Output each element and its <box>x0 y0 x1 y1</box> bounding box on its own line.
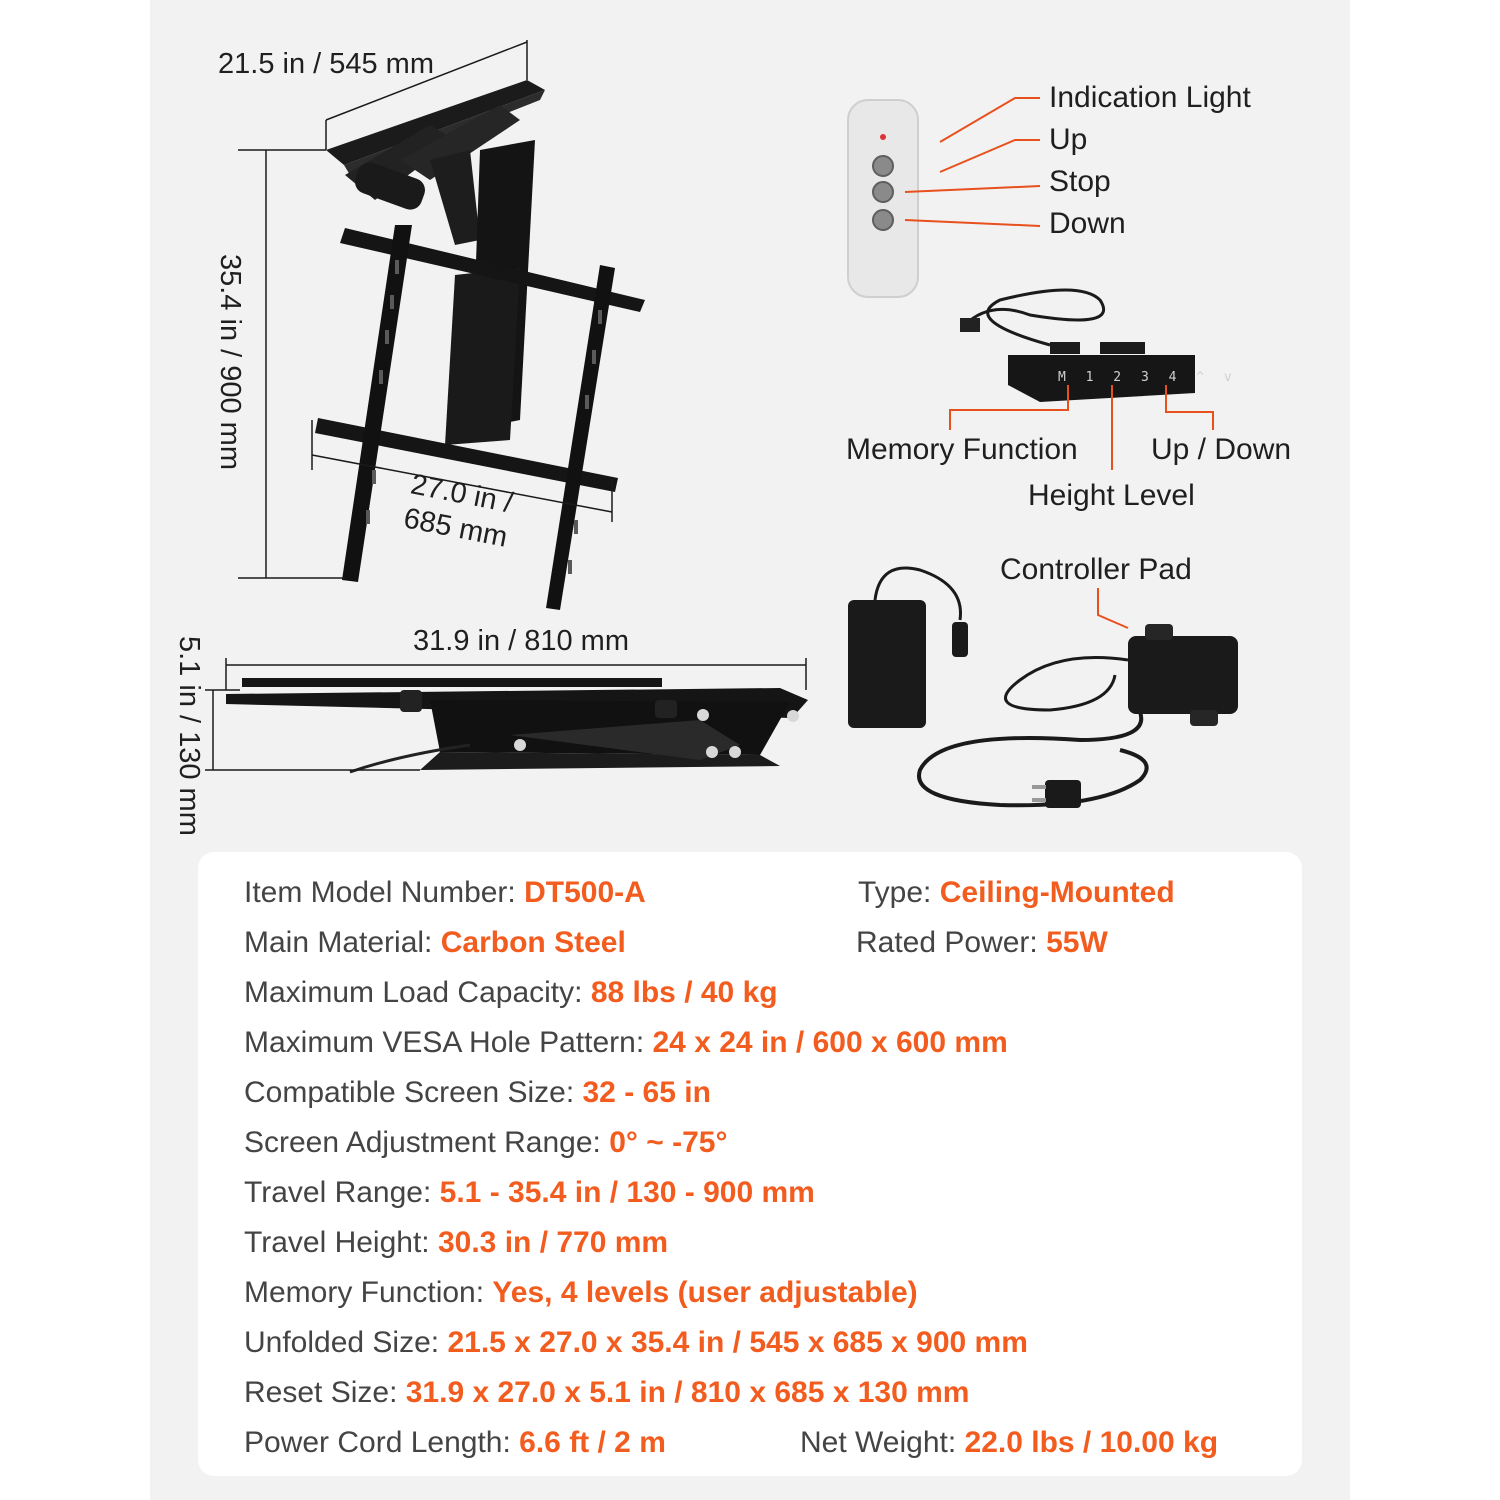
height-level-label: Height Level <box>1028 479 1195 512</box>
stop-label: Stop <box>1049 165 1111 198</box>
spec-type: Type: Ceiling-Mounted <box>858 876 1175 909</box>
spec-adjustment-range: Screen Adjustment Range: 0° ~ -75° <box>244 1126 728 1159</box>
up-down-label: Up / Down <box>1151 433 1292 466</box>
memory-function-label: Memory Function <box>846 433 1078 466</box>
spec-travel-range: Travel Range: 5.1 - 35.4 in / 130 - 900 … <box>244 1176 815 1209</box>
up-label: Up <box>1049 123 1088 156</box>
spec-model: Item Model Number: DT500-A <box>244 876 646 909</box>
power-adapter-image <box>848 566 968 728</box>
spec-load: Maximum Load Capacity: 88 lbs / 40 kg <box>244 976 778 1009</box>
spec-unfolded-size: Unfolded Size: 21.5 x 27.0 x 35.4 in / 5… <box>244 1326 1028 1359</box>
folded-dimension-lines <box>205 658 807 771</box>
unfolded-mount-image <box>315 80 645 610</box>
folded-length-dimension: 31.9 in / 810 mm <box>413 625 629 657</box>
keypad-keys: M 1 2 3 4 ^ v <box>1058 370 1238 385</box>
height-dimension: 35.4 in / 900 mm <box>214 254 246 470</box>
controller-box-image <box>917 624 1238 808</box>
spec-power: Rated Power: 55W <box>856 926 1108 959</box>
folded-mount-image <box>226 678 808 774</box>
unfolded-dimension-lines <box>238 40 613 579</box>
indication-light-label: Indication Light <box>1049 81 1251 114</box>
spec-material: Main Material: Carbon Steel <box>244 926 626 959</box>
keypad-leader-lines <box>949 385 1214 629</box>
spec-reset-size: Reset Size: 31.9 x 27.0 x 5.1 in / 810 x… <box>244 1376 970 1409</box>
folded-height-dimension: 5.1 in / 130 mm <box>173 636 205 836</box>
spec-screen-size: Compatible Screen Size: 32 - 65 in <box>244 1076 711 1109</box>
remote-leader-lines <box>904 97 1041 227</box>
controller-pad-label: Controller Pad <box>1000 553 1192 586</box>
specifications-card <box>198 852 1302 1476</box>
spec-net-weight: Net Weight: 22.0 lbs / 10.00 kg <box>800 1426 1219 1459</box>
spec-travel-height: Travel Height: 30.3 in / 770 mm <box>244 1226 669 1259</box>
down-label: Down <box>1049 207 1126 240</box>
spec-memory-function: Memory Function: Yes, 4 levels (user adj… <box>244 1276 918 1309</box>
spec-cord-length: Power Cord Length: 6.6 ft / 2 m <box>244 1426 666 1459</box>
top-width-dimension: 21.5 in / 545 mm <box>218 48 434 80</box>
spec-vesa: Maximum VESA Hole Pattern: 24 x 24 in / … <box>244 1026 1008 1059</box>
remote-control-image <box>847 99 919 298</box>
keypad-image: M 1 2 3 4 ^ v <box>960 288 1238 402</box>
